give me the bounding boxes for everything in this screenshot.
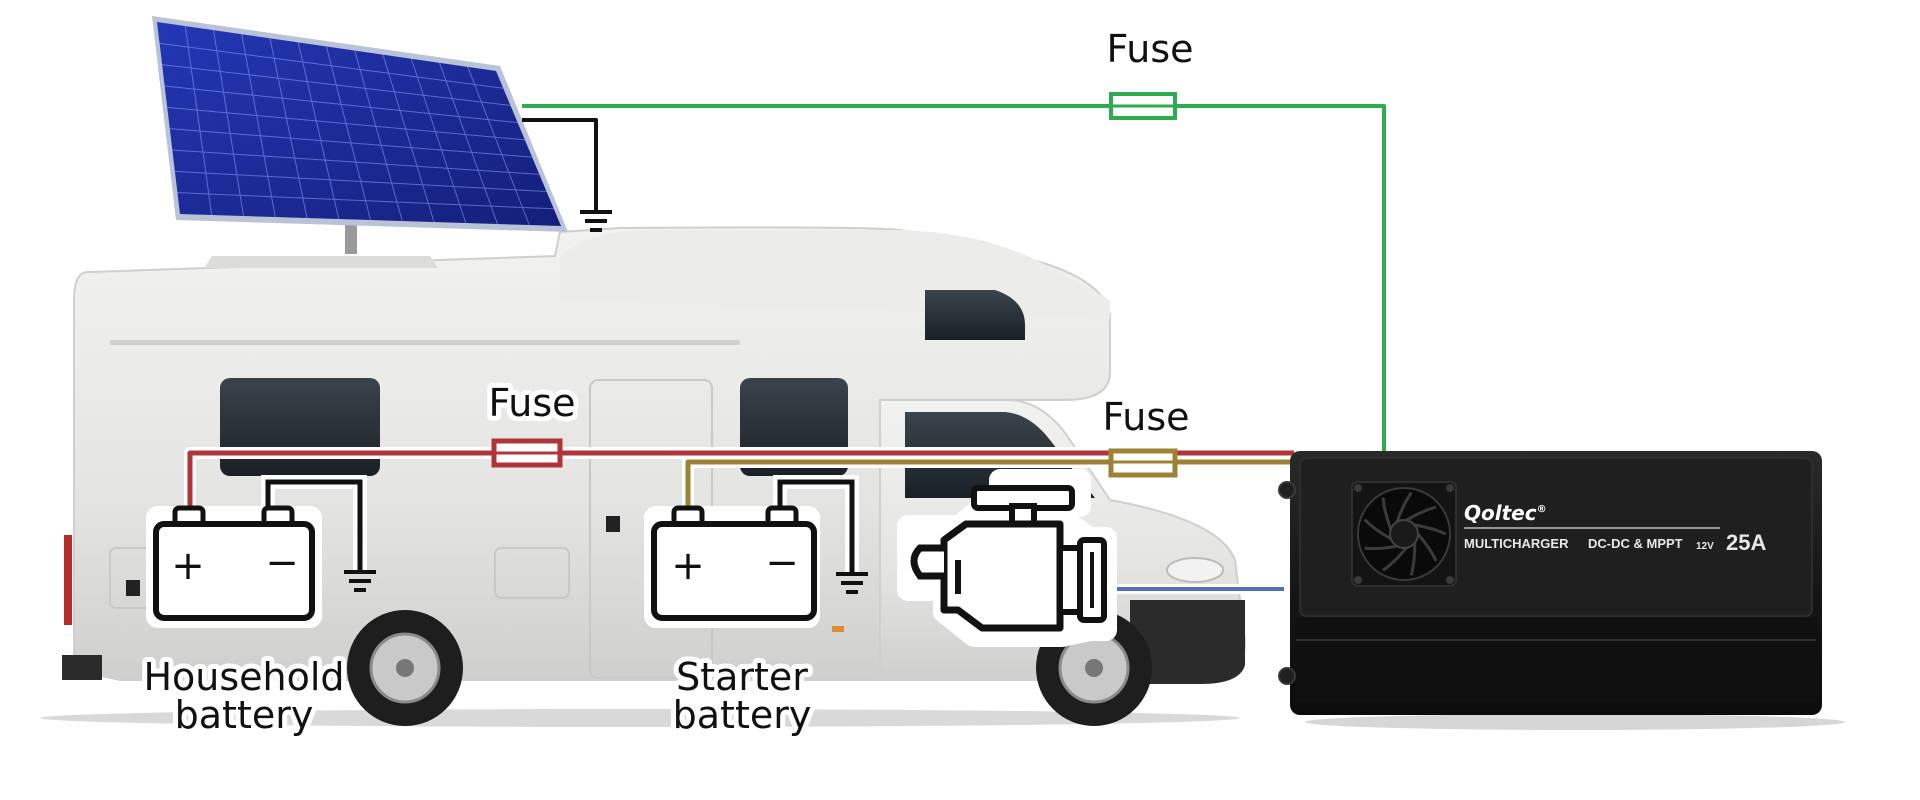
fan-blade	[1416, 533, 1438, 562]
household-wire-core	[187, 450, 1294, 515]
solar-wire-core	[522, 104, 1386, 452]
solar-panel-icon	[152, 16, 568, 268]
solar-cell-line	[162, 64, 511, 106]
headlight	[1166, 557, 1224, 583]
ground-icon	[836, 572, 868, 594]
battery-minus-sign: −	[765, 540, 799, 586]
solar-cell-line	[169, 128, 533, 158]
solar-cell-line	[167, 106, 525, 141]
engine-icon	[897, 469, 1117, 647]
solar-cell-line	[467, 66, 530, 226]
device-screw	[1278, 667, 1296, 685]
multicharger-device: Qoltec® MULTICHARGER DC-DC & MPPT 12V 25…	[1278, 451, 1845, 730]
rear-light	[64, 535, 72, 625]
starter-battery-label-line1: Starter	[676, 655, 808, 699]
device-shadow	[1305, 714, 1845, 730]
storage-hatch-mid	[494, 547, 570, 599]
solar-cell-line	[177, 192, 554, 210]
solar-cell-line	[241, 34, 276, 218]
panel-mount-post	[345, 222, 357, 254]
solar-cell-line	[410, 58, 467, 224]
fuse-starter-label: Fuse	[1102, 395, 1189, 439]
solar-cell-line	[269, 38, 308, 219]
starter-battery-label-line2: battery	[673, 693, 812, 737]
body-stripe	[110, 340, 740, 345]
ground-shadow	[40, 709, 1240, 727]
solar-cell-line	[354, 50, 403, 222]
solar-cell-line	[164, 85, 518, 124]
rear-wheel	[347, 610, 463, 726]
front-bumper	[1130, 600, 1245, 684]
device-model: MULTICHARGER	[1464, 536, 1569, 551]
brand-registered-mark: ®	[1537, 504, 1547, 515]
device-brand-logo: Qoltec®	[1464, 501, 1547, 525]
battery-plus-sign: +	[671, 543, 705, 589]
solar-cell-line	[159, 42, 504, 89]
solar-panel-cells	[157, 22, 561, 226]
household-battery-label: Household battery	[138, 650, 349, 742]
panel-mount-base	[204, 256, 438, 268]
side-window-rear	[220, 378, 380, 476]
brand-name: Qoltec	[1464, 501, 1537, 525]
solar-cell-line	[382, 54, 435, 223]
wires	[184, 101, 1389, 594]
ground-icon	[580, 210, 612, 232]
device-lower-panel	[1296, 618, 1820, 702]
household-battery-icon: + −	[146, 475, 376, 628]
starter-wire-core	[685, 459, 1294, 515]
battery-plus-sign: +	[171, 543, 205, 589]
fuse-starter-icon	[1108, 448, 1178, 478]
device-screw	[1278, 481, 1296, 499]
fan-icon	[1351, 481, 1457, 587]
device-current-rating: 25A	[1726, 530, 1766, 555]
household-battery-label-line1: Household	[143, 655, 344, 699]
fuse-household-label: Fuse	[488, 381, 575, 425]
lock-left	[126, 580, 140, 596]
fan-blade	[1409, 542, 1417, 576]
fuse-solar-label: Fuse	[1106, 27, 1193, 71]
fan-blade	[1405, 505, 1437, 522]
fan-blade	[1382, 546, 1408, 572]
solar-cell-line	[439, 62, 498, 225]
fan-blade	[1364, 544, 1398, 551]
ground-icon	[344, 570, 376, 592]
device-type: DC-DC & MPPT	[1588, 536, 1683, 551]
solar-cell-line	[184, 26, 213, 216]
fuse-household-icon	[491, 438, 563, 468]
solar-cell-line	[326, 46, 371, 221]
solar-cell-line	[172, 149, 540, 175]
solar-cell-line	[174, 170, 547, 193]
fuse-solar-icon	[1109, 92, 1177, 120]
household-battery-label-line2: battery	[175, 693, 314, 737]
starter-battery-icon: + −	[644, 475, 868, 628]
device-voltage: 12V	[1696, 541, 1714, 552]
rear-bumper	[62, 655, 102, 680]
door-handle	[606, 516, 620, 532]
side-marker	[832, 626, 844, 632]
starter-battery-label: Starter battery	[668, 650, 817, 742]
fan-blade	[1395, 491, 1413, 523]
panel-ground-wire	[522, 118, 598, 212]
solar-cell-line	[213, 30, 244, 217]
fan-blade	[1381, 497, 1393, 530]
solar-panel-grid	[159, 26, 554, 226]
fan-blade	[1363, 518, 1392, 541]
solar-cell-line	[297, 42, 340, 220]
alcove-window	[925, 290, 1025, 340]
battery-minus-sign: −	[265, 540, 299, 586]
fan-blade	[1414, 523, 1447, 536]
